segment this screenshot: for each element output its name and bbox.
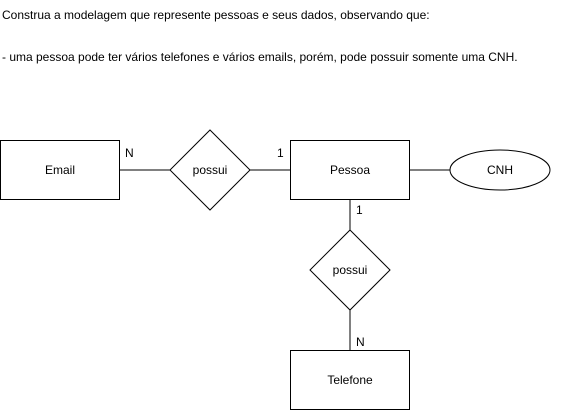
entity-email-label: Email xyxy=(45,163,75,177)
attribute-cnh: CNH xyxy=(449,149,551,191)
attribute-cnh-label: CNH xyxy=(487,163,513,177)
cardinality-pessoa-telefone: 1 xyxy=(356,203,363,217)
instruction-line-2: - uma pessoa pode ter vários telefones e… xyxy=(2,50,518,64)
entity-telefone-label: Telefone xyxy=(327,373,373,387)
relationship-pessoa-telefone-label: possui xyxy=(333,263,368,277)
entity-pessoa-label: Pessoa xyxy=(330,163,370,177)
cardinality-telefone: N xyxy=(356,335,365,349)
entity-pessoa: Pessoa xyxy=(290,140,410,200)
instruction-line-1: Construa a modelagem que represente pess… xyxy=(2,8,430,22)
relationship-email-pessoa-label: possui xyxy=(193,163,228,177)
cardinality-pessoa-email: 1 xyxy=(277,146,284,160)
relationship-email-pessoa: possui xyxy=(169,129,251,211)
cardinality-email: N xyxy=(125,146,134,160)
entity-telefone: Telefone xyxy=(290,350,410,410)
entity-email: Email xyxy=(0,140,120,200)
relationship-pessoa-telefone: possui xyxy=(309,229,391,311)
